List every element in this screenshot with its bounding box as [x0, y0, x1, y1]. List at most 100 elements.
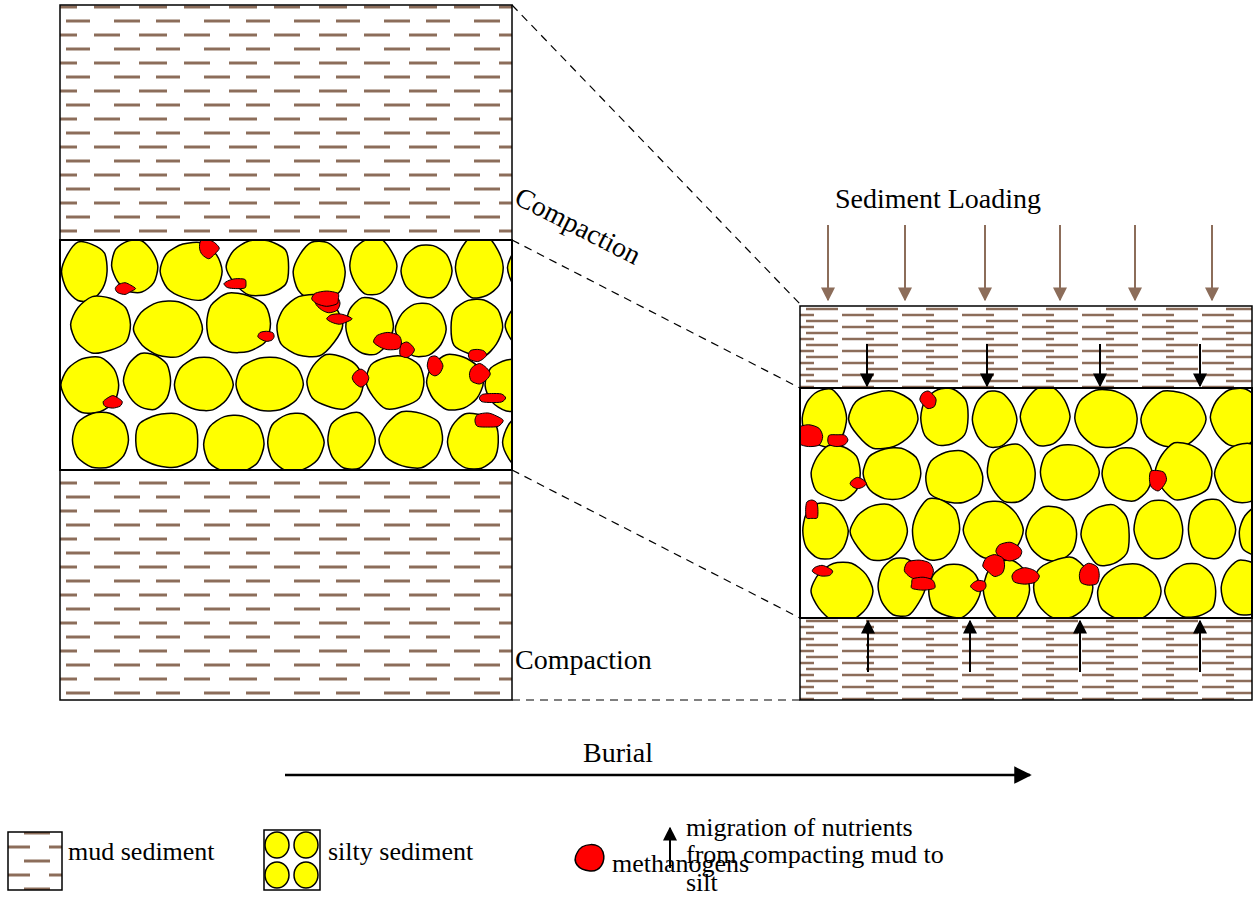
- methanogen: [800, 425, 823, 447]
- silt-grain: [926, 451, 983, 503]
- methanogen: [850, 477, 866, 488]
- silt-grain: [1134, 500, 1183, 559]
- methanogen: [427, 356, 443, 376]
- legend-text: migration of nutrients from compacting m…: [686, 814, 946, 896]
- methanogen: [479, 393, 505, 402]
- burial-arrow: [285, 774, 1030, 777]
- methanogen: [812, 565, 833, 576]
- methanogen: [983, 555, 1005, 577]
- methanogen: [1079, 563, 1099, 585]
- silt-grain: [1102, 448, 1152, 501]
- silt-grain: [1215, 443, 1252, 502]
- loading-arrow: [984, 225, 986, 300]
- methanogen: [1149, 470, 1166, 491]
- methanogen: [468, 349, 486, 361]
- silt-grain: [1188, 499, 1235, 559]
- silt-grain: [71, 296, 131, 353]
- silt-layer-border: [800, 388, 1252, 618]
- silt-grain: [921, 389, 968, 446]
- methanogen: [258, 331, 274, 341]
- silt-grain: [379, 411, 443, 468]
- migration-arrows: [867, 344, 1200, 672]
- silt-grain: [850, 504, 907, 560]
- methanogen: [103, 396, 122, 409]
- migration-arrow: [1099, 344, 1101, 386]
- methanogen: [115, 283, 135, 295]
- silt-grain: [1081, 505, 1129, 566]
- silt-grain: [207, 293, 271, 353]
- silt-grain: [72, 412, 128, 468]
- loading-arrow: [1134, 225, 1136, 300]
- legend-text: silty sediment: [328, 838, 528, 865]
- loading-arrow: [1059, 225, 1061, 300]
- methanogen: [469, 363, 490, 384]
- silt-grain: [236, 357, 303, 411]
- migration-arrow: [1199, 344, 1201, 386]
- legend-silt-sample: [264, 830, 320, 890]
- silt-grain: [136, 413, 198, 467]
- silt-grain: [1040, 445, 1099, 500]
- methanogen: [199, 241, 219, 259]
- silt-grain: [328, 412, 375, 469]
- compacted-mud-layer: [800, 306, 1252, 388]
- methanogen: [475, 413, 503, 427]
- silt-grain: [395, 303, 446, 356]
- legend-samples: [8, 828, 670, 890]
- correspondence-lines: [512, 5, 800, 700]
- silt-grain: [912, 498, 959, 560]
- silt-grain: [455, 241, 503, 298]
- silt-layer-border: [60, 240, 512, 470]
- methanogen: [312, 291, 339, 306]
- silt-grain: [1210, 389, 1252, 447]
- silt-grain: [1165, 563, 1216, 617]
- migration-arrow: [969, 621, 971, 672]
- silt-layer: [61, 241, 512, 470]
- silt-grain: [972, 391, 1017, 447]
- silt-grain: [204, 415, 264, 470]
- loading-arrow: [904, 225, 906, 300]
- silt-grain: [849, 391, 918, 449]
- migration-arrow: [866, 344, 868, 386]
- methanogen: [400, 342, 415, 358]
- silt-grain: [1221, 560, 1252, 615]
- silt-grain: [503, 413, 512, 470]
- load-label: Sediment Loading: [835, 184, 1041, 213]
- migration-arrow: [867, 621, 869, 672]
- silt-grain: [133, 301, 202, 357]
- methanogen: [828, 435, 848, 447]
- silt-grain: [1098, 564, 1161, 618]
- silt-grain: [366, 356, 424, 409]
- silt-grain: [987, 444, 1035, 503]
- silt-grain: [1239, 504, 1252, 558]
- methanogen: [352, 369, 369, 387]
- silt-grain: [1020, 389, 1070, 446]
- silt-grain: [929, 564, 981, 618]
- methanogen: [920, 391, 936, 409]
- silt-grain: [401, 245, 452, 298]
- silt-grain: [1155, 442, 1212, 500]
- methanogen: [327, 314, 352, 324]
- silt-grain: [811, 562, 873, 618]
- silt-grain: [863, 448, 921, 500]
- silt-grain: [123, 353, 170, 410]
- process-label: Compaction: [510, 182, 645, 270]
- process-label: Compaction: [515, 645, 652, 674]
- migration-arrow: [1079, 621, 1081, 672]
- silt-grain: [485, 359, 512, 411]
- loading-arrows: [828, 225, 1212, 300]
- methanogen: [806, 500, 818, 519]
- methanogen: [911, 577, 935, 590]
- silt-grain: [1141, 391, 1206, 448]
- legend-mud-sample: [8, 832, 62, 890]
- silt-grain: [811, 445, 860, 500]
- methanogen: [224, 279, 246, 289]
- legend-swatch: [575, 845, 604, 871]
- methanogen: [374, 332, 402, 349]
- loading-arrow: [827, 225, 829, 300]
- silt-grain: [1026, 506, 1077, 561]
- silt-grain: [62, 242, 108, 302]
- silt-layer: [800, 389, 1252, 618]
- silt-grain: [350, 241, 397, 295]
- silt-grain: [505, 298, 512, 353]
- mud-layer: [60, 5, 512, 240]
